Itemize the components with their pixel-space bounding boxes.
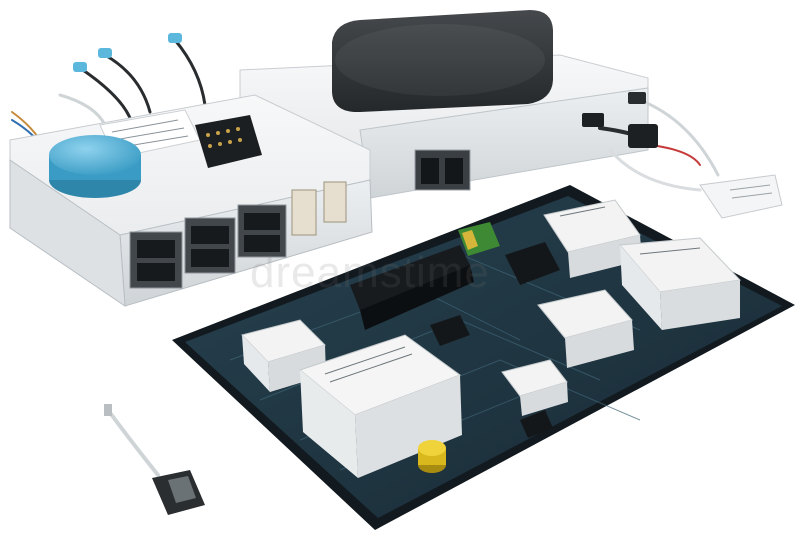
header-connector bbox=[350, 245, 474, 330]
ethernet-port bbox=[237, 204, 287, 258]
ic-chip bbox=[430, 242, 560, 438]
black-router bbox=[332, 10, 553, 113]
ethernet-ports bbox=[129, 181, 347, 289]
terminal-connector bbox=[291, 181, 347, 236]
relay-module bbox=[501, 359, 568, 416]
terminal-module bbox=[699, 174, 783, 219]
small-sensor bbox=[104, 404, 205, 515]
pin-header bbox=[195, 115, 262, 168]
relay-module bbox=[241, 319, 326, 392]
relay-module bbox=[537, 289, 634, 368]
relay-module bbox=[618, 237, 742, 330]
ethernet-port bbox=[184, 217, 236, 274]
green-terminal bbox=[458, 222, 500, 256]
cable-connectors bbox=[73, 33, 658, 148]
ethernet-port bbox=[129, 231, 183, 289]
yellow-capacitor bbox=[418, 440, 446, 473]
ethernet-port bbox=[414, 149, 471, 191]
blue-buzzer bbox=[49, 135, 141, 198]
relay-module bbox=[298, 334, 462, 478]
